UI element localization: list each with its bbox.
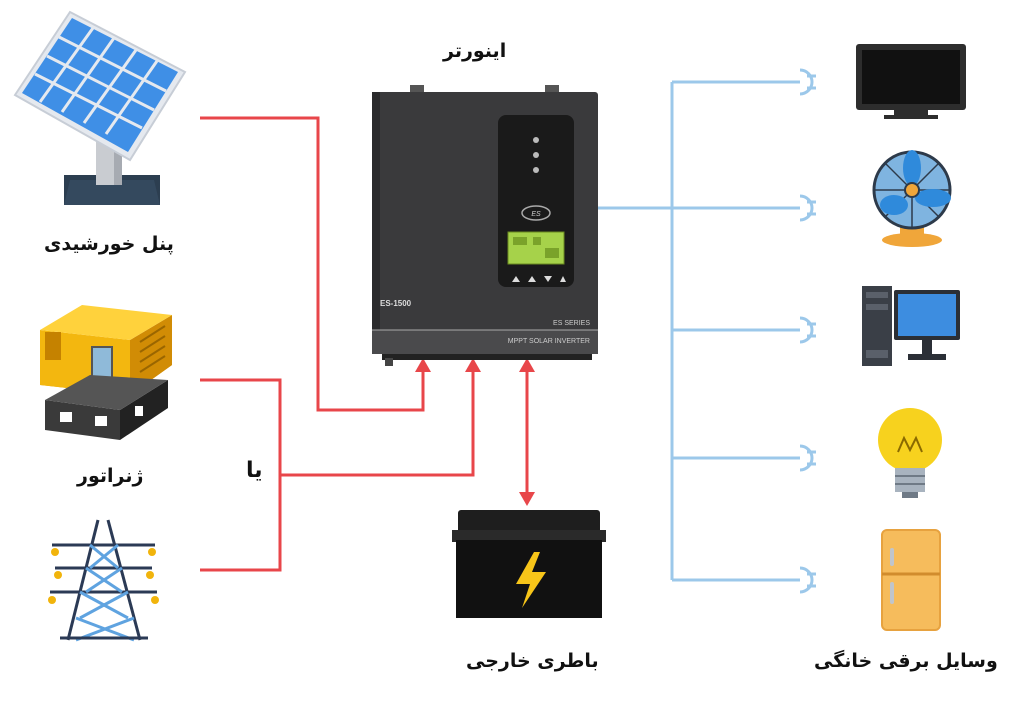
plug-icon [799,194,816,222]
input-lines [200,116,529,572]
refrigerator-icon [881,529,941,631]
generator-arrow [465,358,481,372]
plug-icon [799,444,816,472]
power-tower-icon [50,519,157,642]
plug-icon [799,68,816,96]
generator-icon [40,305,172,440]
output-lines [598,80,800,582]
light-bulb-icon [878,408,942,498]
inverter-model: ES-1500 [380,299,412,308]
battery-label: باطری خارجی [466,650,599,672]
generator-label: ژنراتور [77,465,144,487]
arrows [415,358,535,506]
fan-icon [872,150,952,247]
plug-icon [799,316,816,344]
battery-arrow-down [519,492,535,506]
inverter-label: اینورتر [443,40,507,62]
generator-line [200,378,282,572]
appliances-label: وسایل برقی خانگی [814,650,998,672]
or-label: یا [246,458,263,483]
insulators [48,548,159,604]
grid-generator-line [280,370,475,477]
inverter-logo: ES [531,211,541,218]
inverter-name: MPPT SOLAR INVERTER [508,338,590,345]
inverter-series: ES SERIES [553,320,590,327]
plug-icon [799,566,816,594]
battery-icon [452,510,606,618]
battery-arrow-up [519,358,535,372]
solar-line [200,116,425,412]
solar-panel-label: پنل خورشیدی [44,233,174,255]
solar-panel-icon [13,10,187,205]
computer-icon [862,286,960,366]
plugs [799,68,816,594]
inverter-icon [372,85,598,366]
solar-arrow [415,358,431,372]
tv-icon [856,44,966,119]
